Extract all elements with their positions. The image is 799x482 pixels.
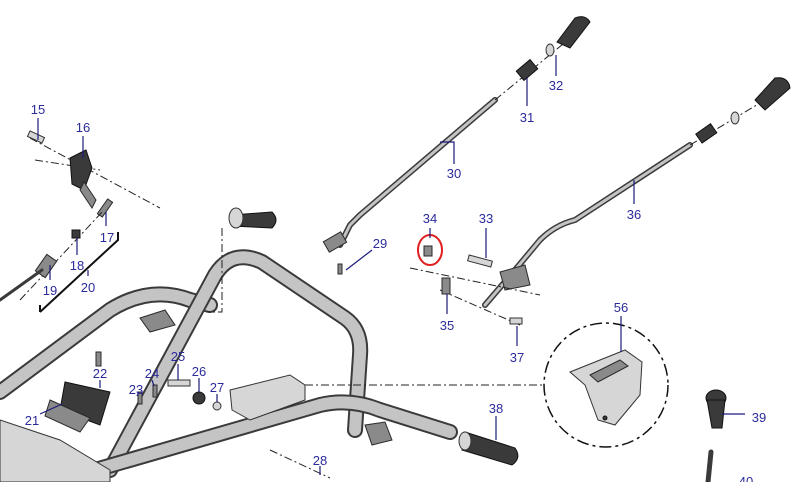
rod-36 — [409, 77, 791, 326]
highlight-34 — [417, 234, 443, 266]
label-29: 29 — [373, 236, 387, 251]
detail-callout-56 — [305, 322, 669, 448]
label-31: 31 — [520, 110, 534, 125]
leader-lines — [37, 55, 745, 475]
label-56: 56 — [614, 300, 628, 315]
lever-assembly-left — [0, 130, 161, 313]
label-35: 35 — [440, 318, 454, 333]
label-21: 21 — [25, 413, 39, 428]
label-22: 22 — [93, 366, 107, 381]
label-24: 24 — [145, 366, 159, 381]
label-32: 32 — [549, 78, 563, 93]
grip-top — [206, 207, 277, 313]
label-36: 36 — [627, 207, 641, 222]
label-25: 25 — [171, 349, 185, 364]
label-20: 20 — [81, 280, 95, 295]
rod-30 — [322, 16, 591, 275]
label-27: 27 — [210, 380, 224, 395]
label-23: 23 — [129, 382, 143, 397]
label-16: 16 — [76, 120, 90, 135]
label-33: 33 — [479, 211, 493, 226]
label-28: 28 — [313, 453, 327, 468]
handle-frame — [0, 249, 458, 482]
label-38: 38 — [489, 401, 503, 416]
label-40: 40 — [739, 474, 753, 482]
label-34: 34 — [423, 211, 437, 226]
label-19: 19 — [43, 283, 57, 298]
label-30: 30 — [447, 166, 461, 181]
label-37: 37 — [510, 350, 524, 365]
grip-38 — [458, 431, 519, 466]
label-26: 26 — [192, 364, 206, 379]
knob-39 — [705, 389, 727, 482]
label-17: 17 — [100, 230, 114, 245]
part-labels: 15 16 17 18 19 20 21 22 23 24 25 26 27 2… — [25, 78, 766, 482]
label-18: 18 — [70, 258, 84, 273]
label-39: 39 — [752, 410, 766, 425]
label-15: 15 — [31, 102, 45, 117]
